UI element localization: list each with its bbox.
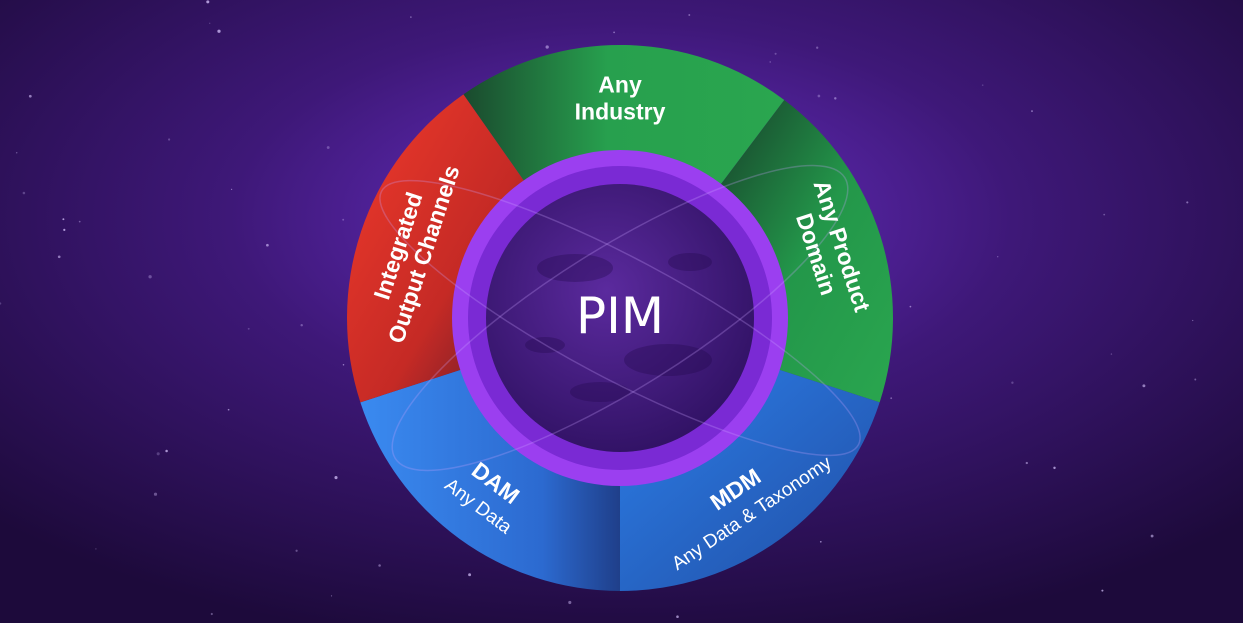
star — [1142, 384, 1146, 388]
star — [890, 397, 893, 400]
star — [981, 84, 984, 86]
planet — [486, 184, 754, 452]
star — [410, 16, 412, 18]
star — [28, 94, 32, 98]
star — [1192, 319, 1194, 322]
star — [817, 94, 821, 98]
star — [295, 549, 298, 552]
star — [1031, 110, 1033, 113]
star — [153, 492, 158, 496]
star — [1053, 466, 1056, 470]
star — [1103, 213, 1106, 216]
star — [342, 218, 345, 221]
star — [1011, 381, 1014, 384]
star — [545, 45, 549, 49]
star — [300, 323, 303, 327]
star — [997, 256, 999, 258]
star — [1025, 461, 1028, 465]
star — [334, 476, 338, 480]
star — [22, 191, 26, 195]
star — [168, 138, 171, 141]
star — [816, 46, 819, 49]
star — [1101, 589, 1104, 592]
star — [95, 548, 97, 550]
segment-any-product-domain — [719, 99, 893, 403]
star — [909, 305, 912, 308]
segment-any-industry — [463, 45, 785, 187]
planet-surface — [525, 253, 712, 402]
segment-mdm — [620, 368, 880, 591]
star — [613, 31, 616, 34]
segment-title: Industry — [575, 99, 666, 125]
star — [156, 452, 160, 456]
star — [330, 595, 333, 597]
star — [230, 188, 233, 191]
star — [468, 573, 472, 577]
star — [148, 275, 152, 279]
star — [568, 600, 572, 605]
star — [0, 302, 2, 305]
star — [1186, 201, 1189, 204]
star — [62, 218, 65, 221]
star — [342, 363, 345, 366]
star — [774, 52, 777, 55]
star — [165, 449, 168, 453]
star — [206, 0, 210, 4]
star — [247, 327, 250, 330]
star — [78, 220, 81, 223]
segment-ring — [347, 45, 893, 591]
star — [1110, 353, 1113, 355]
star — [819, 540, 822, 543]
star — [266, 243, 269, 247]
segment-title: Any — [598, 72, 642, 98]
segment-dam — [360, 368, 620, 591]
star — [1150, 534, 1154, 538]
star — [676, 615, 679, 618]
orbit-lines — [379, 164, 861, 472]
star — [209, 22, 211, 24]
star — [227, 408, 230, 411]
star — [217, 29, 221, 33]
center-label: PIM — [576, 287, 664, 345]
segment-integrated-output-channels — [347, 94, 526, 403]
star — [769, 61, 771, 63]
star — [1194, 378, 1197, 381]
star — [15, 152, 18, 154]
star — [378, 564, 381, 567]
star — [210, 612, 213, 616]
star — [63, 228, 66, 232]
star — [834, 97, 837, 100]
star — [688, 14, 691, 16]
star — [57, 255, 61, 259]
star — [326, 146, 330, 149]
